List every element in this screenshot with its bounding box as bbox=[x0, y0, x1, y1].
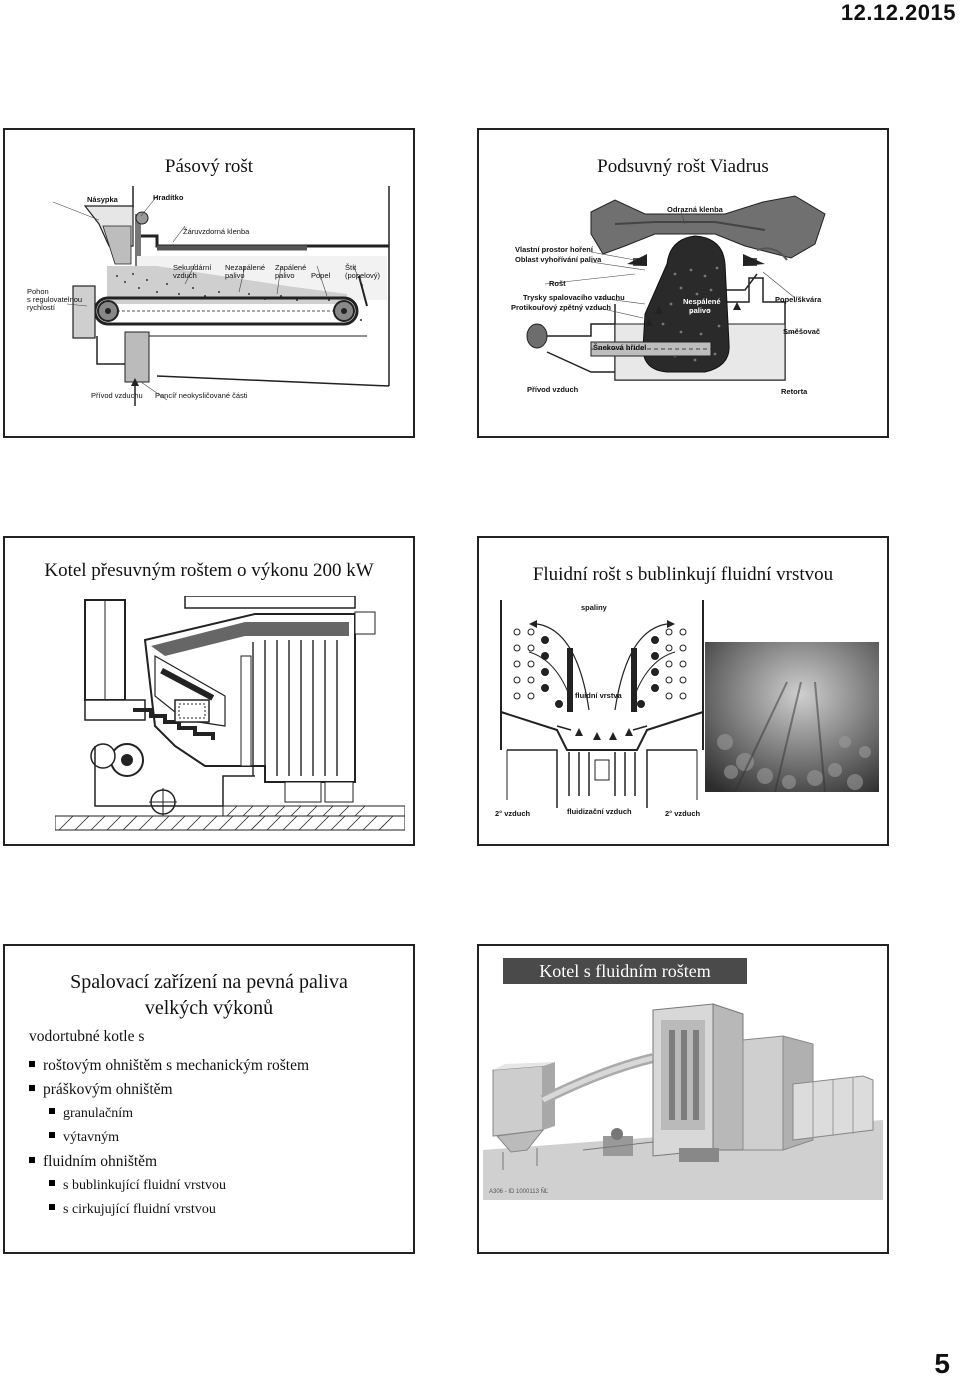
label-protikoruvy: Protikouřový zpětný vzduch bbox=[511, 303, 612, 312]
fluid-bed-diagram bbox=[500, 600, 704, 808]
slide-moving-grate-boiler: Kotel přesuvným roštem o výkonu 200 kW bbox=[3, 536, 415, 846]
label-snekova: Šneková hřídel bbox=[593, 343, 647, 352]
label-smesovac: Směšovač bbox=[783, 327, 821, 336]
label-stit-1: Štít bbox=[345, 263, 357, 272]
list-item: s cirkujující fluidní vrstvou bbox=[49, 1198, 309, 1222]
slide-title: Kotel přesuvným roštem o výkonu 200 kW bbox=[44, 560, 374, 581]
slide-fluid-grate: Fluidní rošt s bublinkují fluidní vrstvo… bbox=[477, 536, 889, 846]
slide-fluid-grate-boiler: Kotel s fluidním roštem A306 - bbox=[477, 944, 889, 1254]
label-popel-skvara: Popel/škvára bbox=[775, 295, 822, 304]
label-fluidni-vrstva: fluidní vrstva bbox=[575, 691, 622, 700]
bullet-list: roštovým ohništěm s mechanickým roštem p… bbox=[29, 1054, 309, 1222]
label-2-vzduch-right: 2° vzduch bbox=[665, 809, 701, 818]
underfeed-grate-diagram bbox=[526, 195, 826, 381]
label-nespalene-2: palivo bbox=[689, 306, 711, 315]
label-sekundarni-1: Sekundární bbox=[173, 263, 212, 272]
label-nezapalene-2: palivo bbox=[225, 271, 245, 280]
label-zapalene-1: Zapálené bbox=[275, 263, 307, 272]
label-klenba: Žáruvzdorná klenba bbox=[183, 227, 250, 236]
label-pohon-2: s regulovatelnou bbox=[27, 295, 83, 304]
label-odrazna-klenba: Odrazná klenba bbox=[667, 205, 723, 214]
label-pohon-3: rychlostí bbox=[27, 303, 55, 312]
label-sekundarni-2: vzduch bbox=[173, 271, 197, 280]
label-spaliny: spaliny bbox=[581, 603, 607, 612]
label-hraditko: Hradítko bbox=[153, 193, 184, 202]
list-item: granulačním bbox=[49, 1102, 309, 1126]
fluid-bed-photo bbox=[705, 642, 879, 792]
slide-title: Pásový rošt bbox=[164, 156, 254, 177]
slide-title: Podsuvný rošt Viadrus bbox=[597, 156, 769, 177]
slide-belt-grate: Pásový rošt bbox=[3, 128, 415, 438]
label-stit-2: (popelový) bbox=[345, 271, 381, 280]
label-rost: Rošt bbox=[549, 279, 566, 288]
belt-grate-diagram bbox=[52, 186, 390, 406]
slide-large-boilers-text: Spalovací zařízení na pevná paliva velký… bbox=[3, 944, 415, 1254]
label-pohon-1: Pohon bbox=[27, 287, 49, 296]
slide-title: Fluidní rošt s bublinkují fluidní vrstvo… bbox=[532, 564, 834, 585]
list-item: roštovým ohništěm s mechanickým roštem bbox=[29, 1054, 309, 1078]
list-item: s bublinkující fluidní vrstvou bbox=[49, 1174, 309, 1198]
list-item: výtavným bbox=[49, 1126, 309, 1150]
label-privod-vzduch: Přívod vzduch bbox=[527, 385, 579, 394]
label-zapalene-2: palivo bbox=[275, 271, 295, 280]
label-fluidizacni-vzduch: fluidizační vzduch bbox=[567, 807, 632, 816]
intro-text: vodortubné kotle s bbox=[29, 1028, 145, 1045]
label-pancir: Pancíř neokysličované části bbox=[155, 391, 248, 400]
label-oblast: Oblast vyhořívání paliva bbox=[515, 255, 602, 264]
label-vlastni-prostor: Vlastní prostor hoření bbox=[515, 245, 593, 254]
slide-underfeed-grate: Podsuvný rošt Viadrus bbox=[477, 128, 889, 438]
boiler-cross-section bbox=[55, 596, 405, 831]
label-nezapalene-1: Nezapálené bbox=[225, 263, 266, 272]
label-retorta: Retorta bbox=[781, 387, 808, 396]
label-trysky: Trysky spalovacího vzduchu bbox=[523, 293, 625, 302]
boiler-3d-render bbox=[483, 1003, 883, 1200]
label-2-vzduch-left: 2° vzduch bbox=[495, 809, 531, 818]
label-popel: Popel bbox=[311, 271, 331, 280]
image-caption: A306 - ID 1000113 ÑĽ bbox=[489, 1189, 549, 1195]
label-nespalene-1: Nespálené bbox=[683, 297, 721, 306]
date-header: 12.12.2015 bbox=[840, 0, 956, 25]
page-number: 5 bbox=[934, 1348, 950, 1379]
label-nasypka: Násypka bbox=[87, 195, 118, 204]
slide-title: Kotel s fluidním roštem bbox=[503, 958, 747, 984]
list-item: fluidním ohništěm bbox=[29, 1150, 309, 1174]
slide-title-line2: velkých výkonů bbox=[144, 997, 274, 1019]
label-privod: Přívod vzduchu bbox=[91, 391, 143, 400]
list-item: práškovým ohništěm bbox=[29, 1078, 309, 1102]
slide-title-line1: Spalovací zařízení na pevná paliva bbox=[70, 971, 348, 993]
